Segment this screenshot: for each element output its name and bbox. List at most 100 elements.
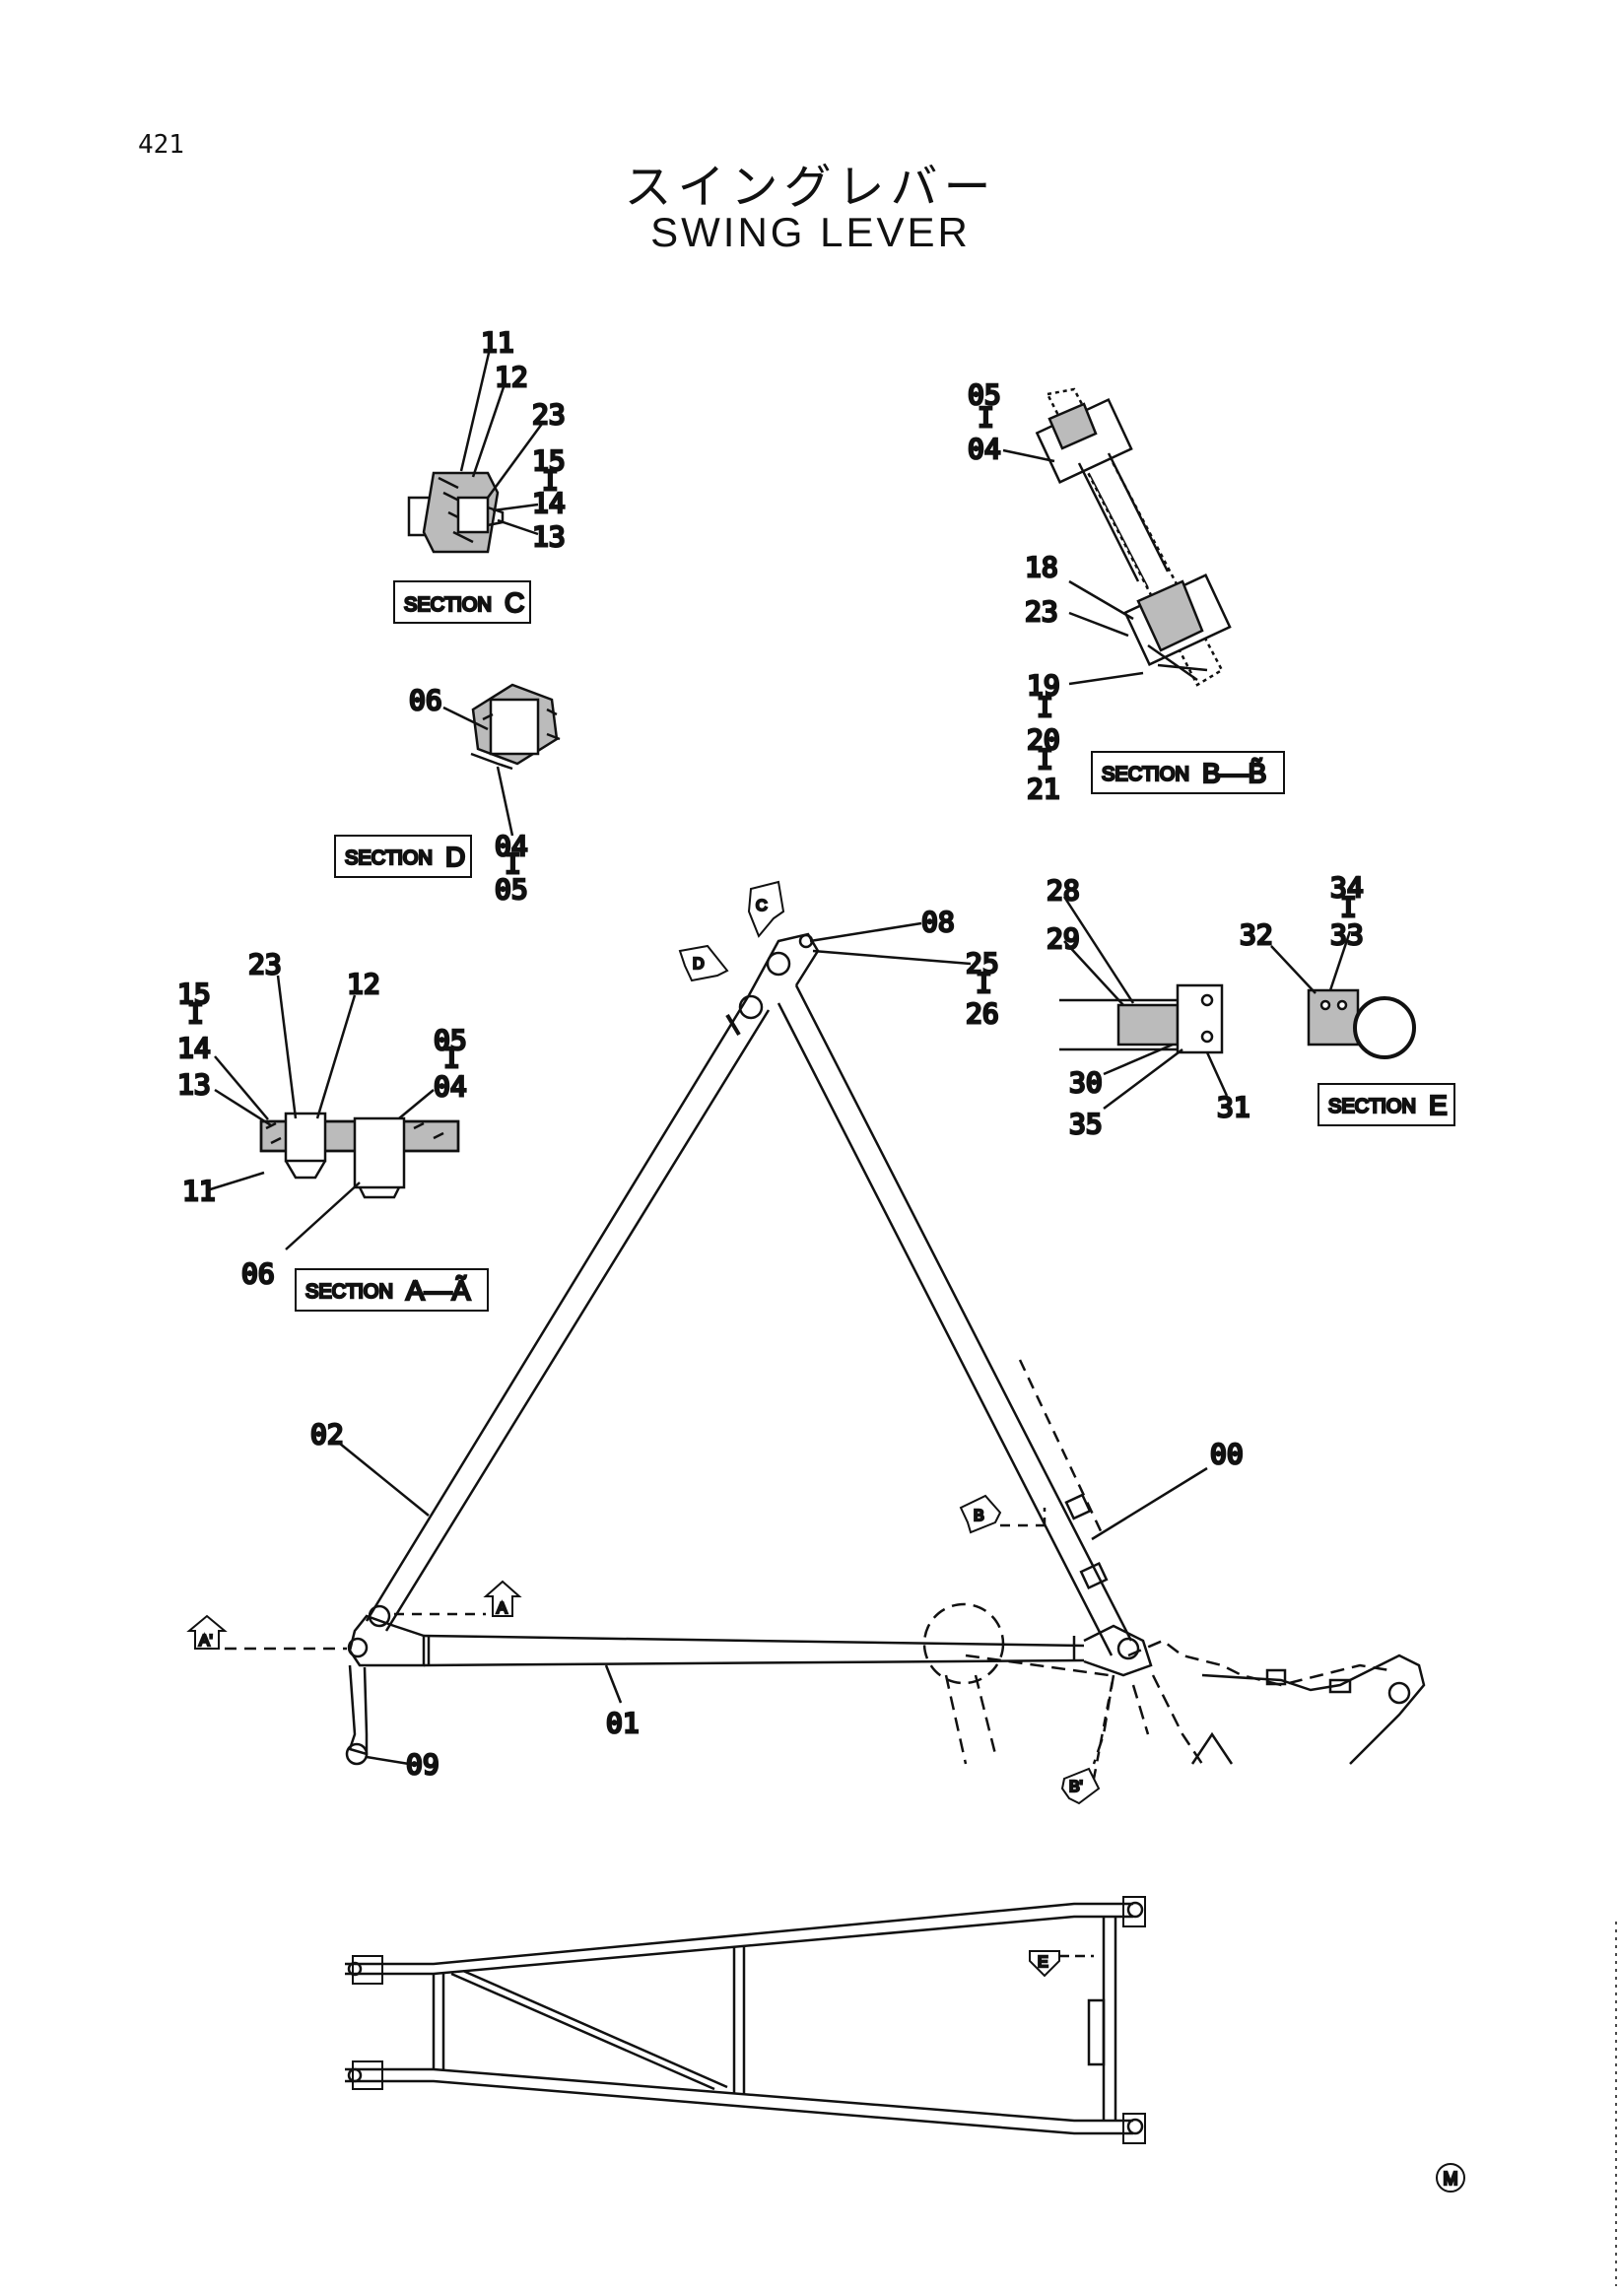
leader-11-section-a bbox=[206, 1171, 265, 1192]
section-bb-word: SECTION bbox=[1102, 764, 1189, 785]
callout-13-section-a: 13 bbox=[177, 1068, 211, 1101]
leader-25 bbox=[812, 949, 972, 966]
callout-15-section-a: 15 bbox=[177, 978, 211, 1010]
section-b-drawing bbox=[1035, 387, 1232, 687]
callout-05-section-d: 05 bbox=[495, 873, 528, 906]
title-japanese: スイングレバー bbox=[624, 160, 997, 215]
section-c-label-box bbox=[393, 580, 531, 624]
leader-09 bbox=[366, 1755, 410, 1766]
callout-11-section-c: 11 bbox=[481, 326, 514, 359]
callout-25: 25 bbox=[966, 947, 999, 979]
callout-11-section-a: 11 bbox=[182, 1175, 216, 1207]
callout-29: 29 bbox=[1047, 922, 1080, 955]
leader-08 bbox=[809, 921, 922, 943]
callout-35: 35 bbox=[1069, 1108, 1103, 1140]
section-bb-letter: B—B̃ bbox=[1202, 758, 1266, 788]
callout-34: 34 bbox=[1330, 871, 1364, 904]
leader-02 bbox=[339, 1443, 430, 1517]
leader-04-section-b bbox=[1002, 448, 1055, 463]
leader-14-section-a bbox=[214, 1055, 269, 1120]
callout-08: 08 bbox=[921, 906, 955, 938]
circled-mark bbox=[1436, 2163, 1465, 2193]
leader-19-section-b bbox=[1068, 671, 1144, 686]
callout-06-section-a: 06 bbox=[241, 1257, 275, 1290]
callout-02: 02 bbox=[310, 1418, 344, 1451]
callout-12-section-c: 12 bbox=[495, 361, 528, 393]
dash-section-e: I bbox=[1340, 891, 1357, 923]
callout-18-section-b: 18 bbox=[1025, 551, 1058, 583]
svg-text:B: B bbox=[974, 1508, 984, 1524]
svg-text:A': A' bbox=[199, 1633, 213, 1650]
leader-06-section-a bbox=[285, 1182, 361, 1250]
callout-13-section-c: 13 bbox=[532, 520, 566, 553]
leader-01 bbox=[604, 1664, 623, 1704]
svg-text:C: C bbox=[756, 898, 768, 914]
leader-28 bbox=[1062, 896, 1135, 1004]
leader-31 bbox=[1205, 1051, 1229, 1097]
section-c-letter: C bbox=[505, 587, 524, 618]
callout-23-section-c: 23 bbox=[532, 398, 566, 431]
leader-04-section-a bbox=[398, 1089, 435, 1119]
leader-29 bbox=[1063, 940, 1124, 1006]
callout-05-section-b: 05 bbox=[968, 378, 1001, 411]
svg-text:B': B' bbox=[1069, 1779, 1083, 1795]
section-c-drawing bbox=[407, 471, 505, 554]
leader-23-section-a bbox=[276, 975, 298, 1119]
attachment-outline bbox=[1190, 1654, 1426, 1765]
leader-33 bbox=[1328, 930, 1352, 991]
leader-18-section-b bbox=[1068, 579, 1134, 621]
callout-20-section-b: 20 bbox=[1027, 723, 1060, 756]
callout-30: 30 bbox=[1069, 1066, 1103, 1099]
callout-14-section-a: 14 bbox=[177, 1032, 211, 1064]
leader-04-section-d bbox=[496, 766, 514, 837]
section-a-drawing bbox=[259, 1112, 460, 1199]
callout-04-section-a: 04 bbox=[434, 1070, 467, 1103]
callout-28: 28 bbox=[1047, 874, 1080, 907]
callout-23-section-a: 23 bbox=[248, 948, 282, 980]
view-arrow-d: D bbox=[678, 944, 729, 982]
callout-19-section-b: 19 bbox=[1027, 669, 1060, 702]
callout-33: 33 bbox=[1330, 918, 1364, 951]
section-bb-label-box bbox=[1091, 751, 1285, 794]
section-aa-word: SECTION bbox=[305, 1281, 393, 1303]
title-english: SWING LEVER bbox=[650, 209, 971, 255]
section-d-letter: D bbox=[445, 842, 465, 872]
page-number: 421 bbox=[138, 130, 184, 160]
plan-view-frame bbox=[345, 1896, 1146, 2144]
callout-09: 09 bbox=[406, 1748, 439, 1781]
callout-15-section-c: 15 bbox=[532, 444, 566, 477]
section-e-rod-drawing bbox=[1059, 983, 1224, 1054]
section-c-callouts bbox=[459, 348, 544, 536]
dash3-section-b: I bbox=[1037, 743, 1053, 776]
callout-05-section-a: 05 bbox=[434, 1024, 467, 1056]
view-arrow-b: B bbox=[959, 1494, 1047, 1534]
attachment-phantom bbox=[922, 1602, 1390, 1765]
leader-30 bbox=[1103, 1043, 1174, 1076]
leader-00 bbox=[1091, 1466, 1208, 1541]
callout-04-section-d: 04 bbox=[495, 830, 528, 862]
svg-text:E: E bbox=[1038, 1954, 1048, 1971]
section-d-drawing bbox=[470, 683, 561, 771]
callout-26: 26 bbox=[966, 997, 999, 1030]
dash-section-d: I bbox=[505, 847, 521, 880]
view-arrow-b-prime: B' bbox=[1060, 1674, 1115, 1805]
callout-21-section-b: 21 bbox=[1027, 773, 1060, 805]
section-aa-letter: A—Ã bbox=[406, 1275, 471, 1306]
callout-23-section-b: 23 bbox=[1025, 595, 1058, 628]
leader-12-section-a bbox=[315, 994, 357, 1119]
section-c-word: SECTION bbox=[404, 594, 492, 616]
dash1-section-a: I bbox=[187, 997, 204, 1030]
dash2-section-b: I bbox=[1037, 691, 1053, 723]
callout-06-section-d: 06 bbox=[409, 684, 442, 716]
dash-main: I bbox=[976, 967, 992, 999]
section-d-word: SECTION bbox=[345, 847, 433, 869]
section-d-label-box bbox=[334, 835, 472, 878]
leader-13-section-a bbox=[214, 1088, 272, 1127]
leader-06-section-d bbox=[442, 706, 489, 731]
section-e-letter: E bbox=[1429, 1090, 1448, 1120]
view-arrow-c: C bbox=[747, 880, 785, 938]
view-arrow-a: A bbox=[394, 1580, 522, 1618]
svg-text:D: D bbox=[693, 956, 705, 973]
dash-section-c: I bbox=[542, 464, 559, 497]
